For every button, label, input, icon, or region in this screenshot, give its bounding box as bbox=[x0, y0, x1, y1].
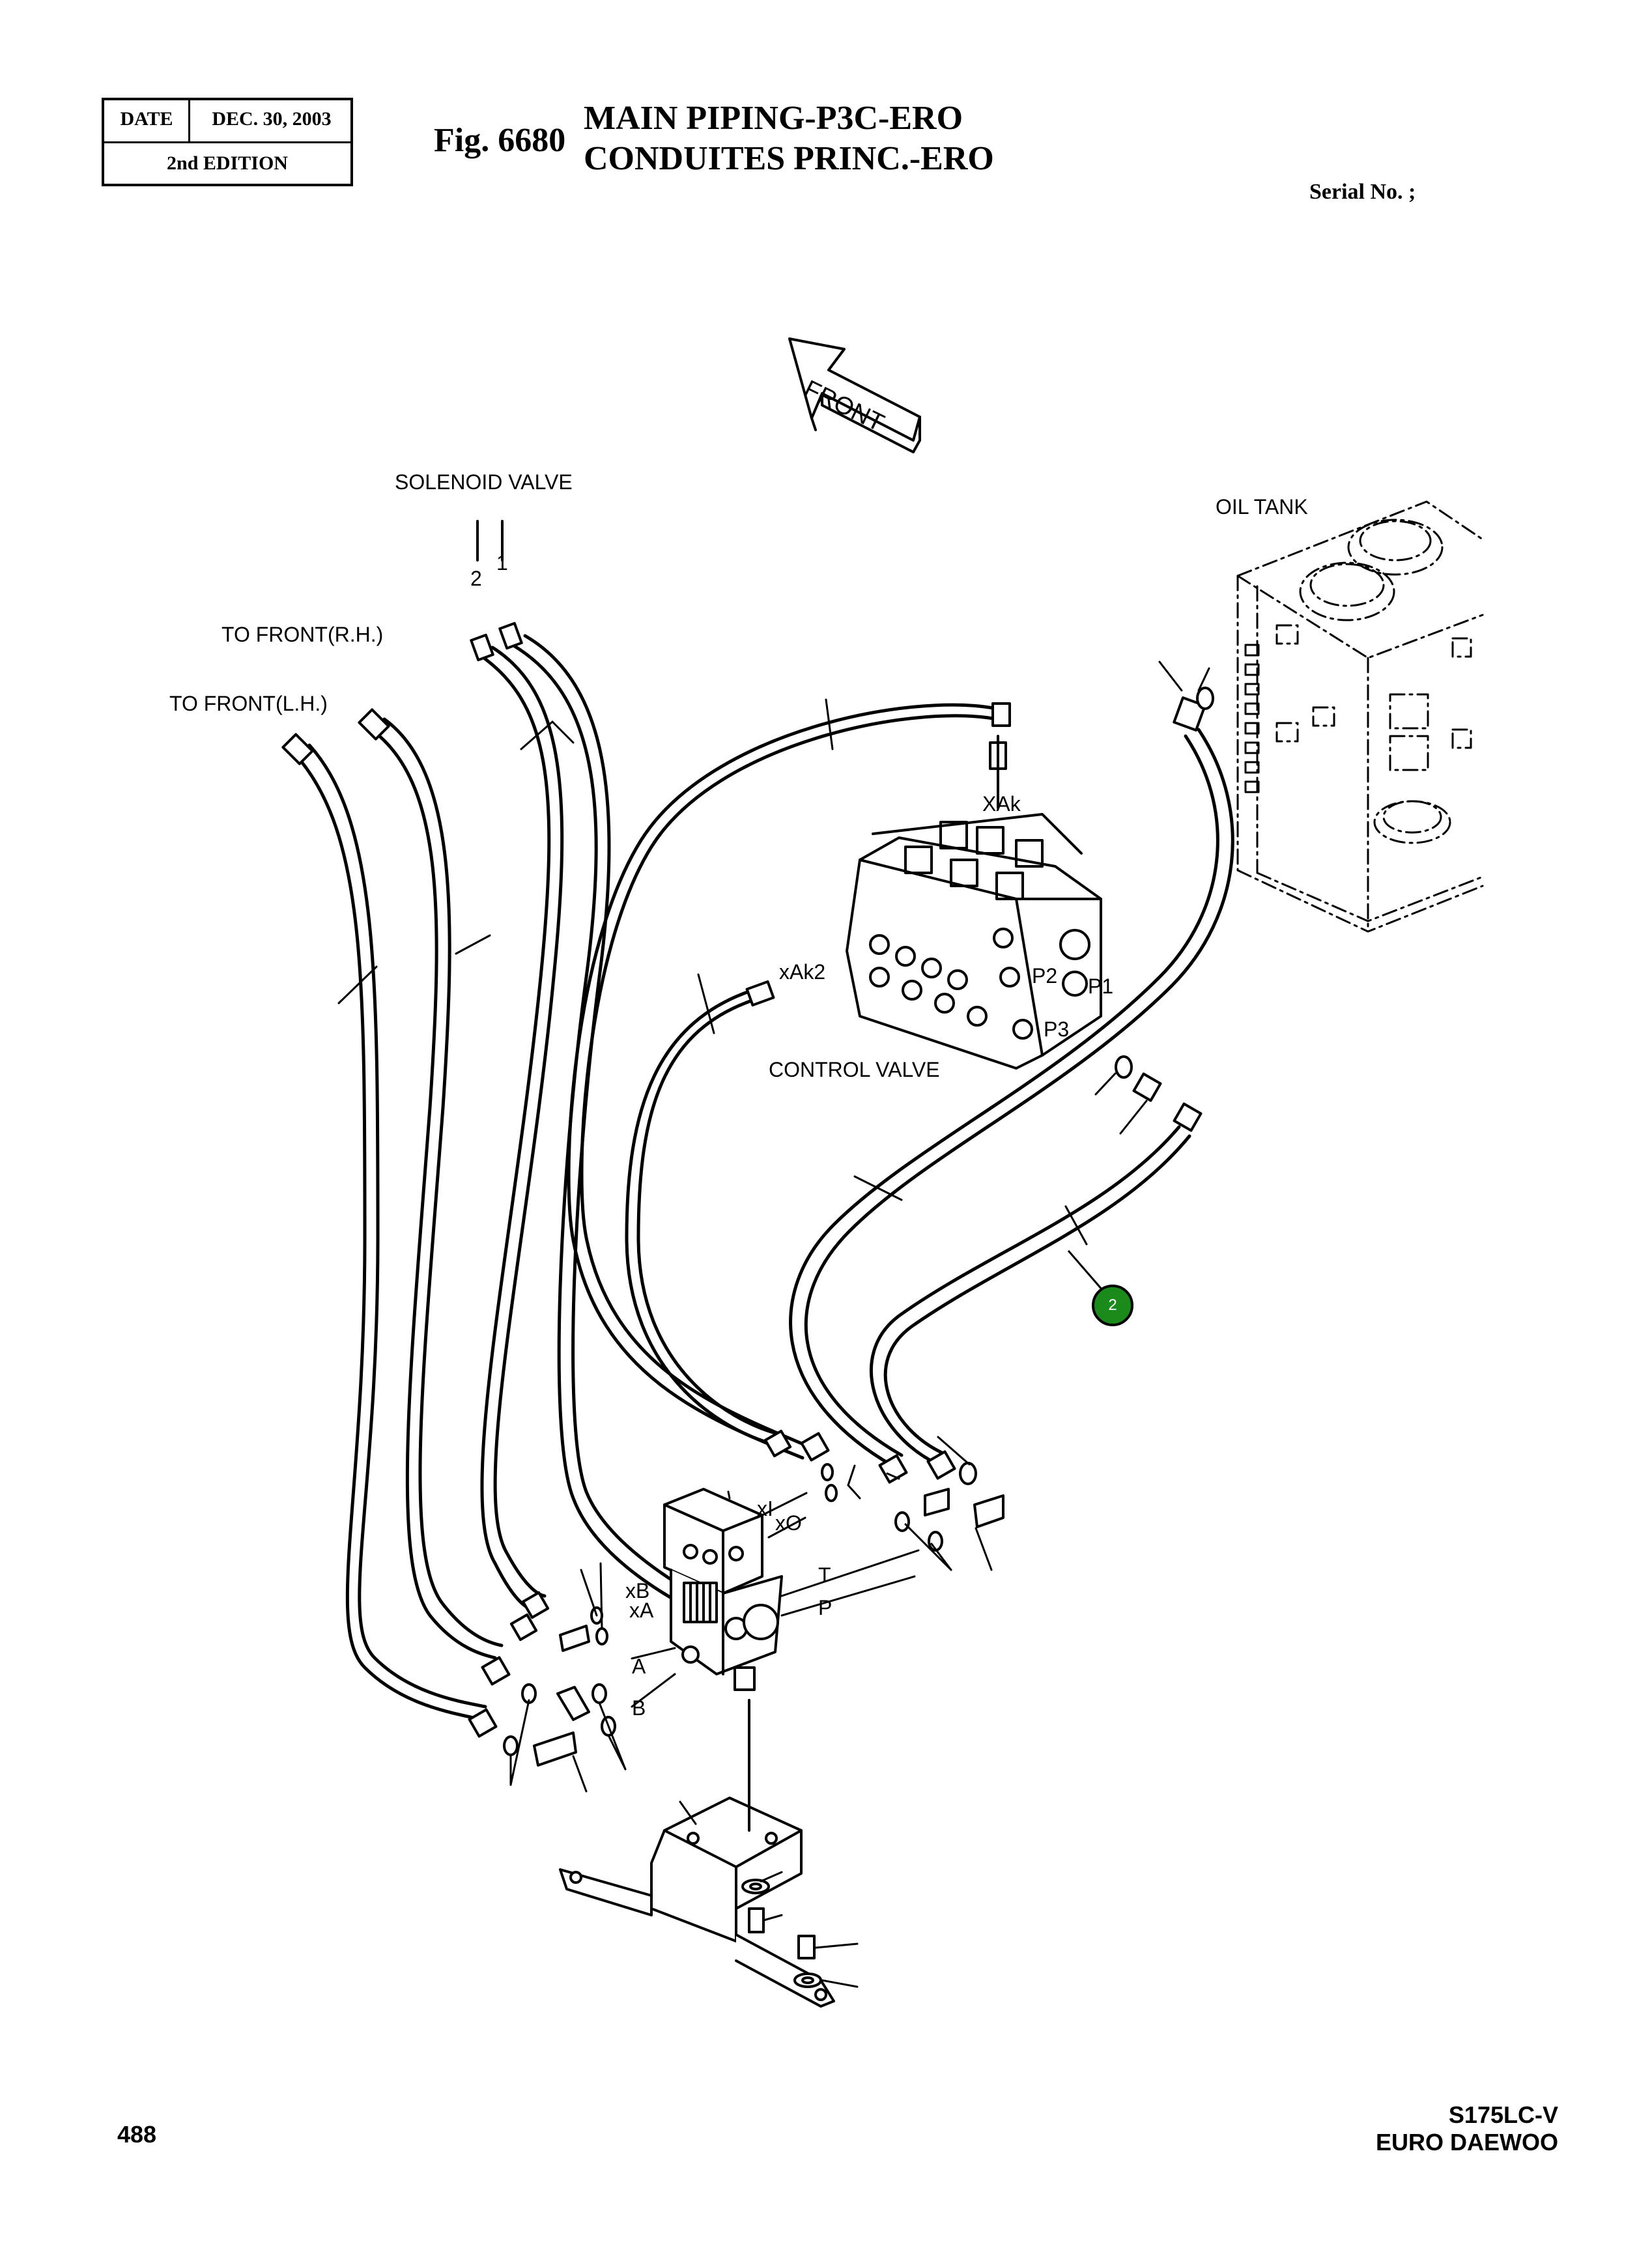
date-box: DATE DEC. 30, 2003 2nd EDITION bbox=[102, 98, 353, 186]
mounting-bracket bbox=[559, 1699, 835, 2008]
port-p3-label: P3 bbox=[1044, 1017, 1070, 1041]
to-front-lh-label: TO FRONT(L.H.) bbox=[169, 692, 328, 715]
port-p2-label: P2 bbox=[1032, 964, 1058, 988]
port-xa-label: xA bbox=[629, 1599, 654, 1622]
hose-lines bbox=[294, 634, 1234, 1722]
hose-fittings bbox=[281, 621, 1206, 1738]
serial-number: Serial No. ; bbox=[1309, 180, 1416, 204]
control-valve-label: CONTROL VALVE bbox=[769, 1058, 940, 1081]
edition-label: 2nd EDITION bbox=[167, 152, 288, 174]
date-label: DATE bbox=[120, 108, 173, 130]
callout-2-bubble[interactable] bbox=[1067, 1250, 1133, 1326]
oil-tank-label: OIL TANK bbox=[1216, 495, 1308, 519]
port-a-label: A bbox=[632, 1655, 646, 1678]
port-t-label: T bbox=[818, 1563, 831, 1587]
valve-block bbox=[663, 1488, 783, 1691]
figure-title-en: MAIN PIPING-P3C-ERO bbox=[584, 100, 963, 137]
control-valve-body bbox=[846, 735, 1102, 1070]
to-front-rh-label: TO FRONT(R.H.) bbox=[221, 623, 384, 646]
port-p-label: P bbox=[818, 1596, 833, 1619]
figure-number: Fig. 6680 bbox=[434, 122, 566, 159]
port-p1-label: P1 bbox=[1088, 975, 1114, 998]
figure-title-fr: CONDUITES PRINC.-ERO bbox=[584, 140, 994, 177]
model-label: S175LC-V bbox=[1448, 2101, 1558, 2128]
port-xi-label: xI bbox=[757, 1497, 773, 1520]
port-xak-label: XAk bbox=[982, 792, 1021, 816]
date-value: DEC. 30, 2003 bbox=[212, 108, 332, 130]
solenoid-arrow-icons bbox=[476, 520, 504, 562]
front-arrow-icon bbox=[788, 337, 921, 453]
callout-circle[interactable] bbox=[1092, 1285, 1133, 1326]
port-b-label: B bbox=[632, 1696, 646, 1720]
bolts-washers bbox=[741, 1879, 822, 1988]
solenoid-valve-label: SOLENOID VALVE bbox=[395, 470, 573, 494]
brand-label: EURO DAEWOO bbox=[1375, 2129, 1558, 2156]
oil-tank-outline bbox=[1236, 500, 1484, 933]
port-xak2-label: xAk2 bbox=[779, 960, 826, 984]
leader-lines bbox=[337, 661, 1210, 1988]
port-xo-label: xO bbox=[775, 1511, 802, 1535]
solenoid-port-2-label: 2 bbox=[470, 567, 482, 590]
page-number: 488 bbox=[117, 2121, 157, 2148]
port-xb-label: xB bbox=[625, 1579, 650, 1602]
solenoid-port-1-label: 1 bbox=[496, 551, 508, 575]
orings-elbows bbox=[503, 687, 1214, 1767]
